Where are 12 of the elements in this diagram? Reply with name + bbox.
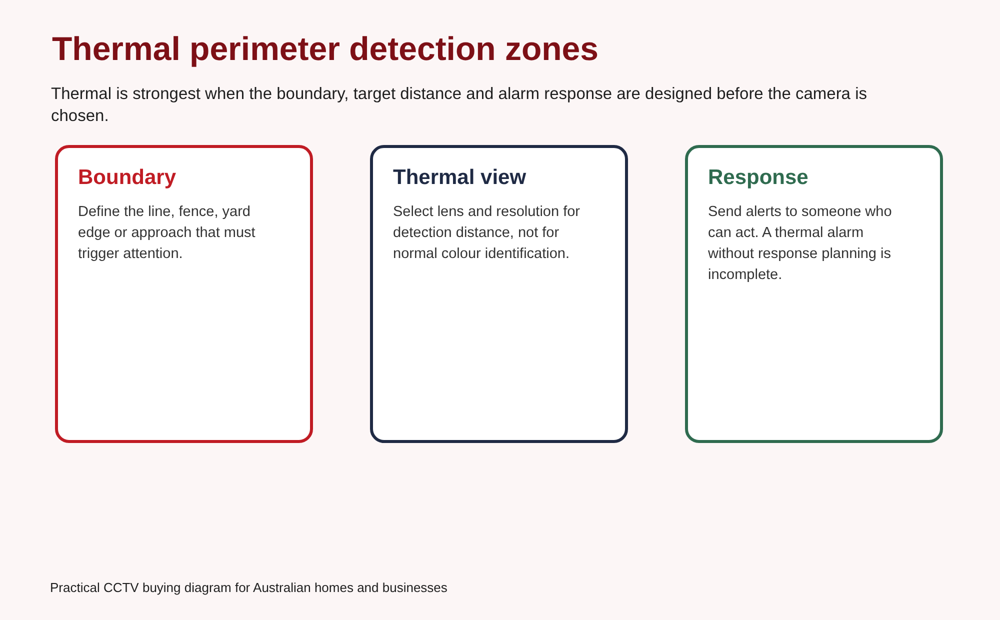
card-heading: Response	[708, 166, 808, 190]
card-heading: Boundary	[78, 166, 176, 190]
zone-card	[55, 145, 313, 443]
diagram-title: Thermal perimeter detection zones	[52, 30, 598, 68]
caption-text: Practical CCTV buying diagram for Australian homes and businesses	[50, 580, 448, 595]
card-description: Send alerts to someone who can act. A thermal alarm without response planning is incomplete.	[708, 203, 893, 285]
card-description: Select lens and resolution for detection distance, not for normal colour identification.	[393, 203, 581, 264]
zone-card	[685, 145, 943, 443]
card-description: Define the line, fence, yard edge or approach that must trigger attention.	[78, 203, 256, 264]
zone-card	[370, 145, 628, 443]
card-heading: Thermal view	[393, 166, 526, 190]
subtitle-text: Thermal is strongest when the boundary, target distance and alarm response are designed before the camera is chosen.	[51, 84, 868, 127]
